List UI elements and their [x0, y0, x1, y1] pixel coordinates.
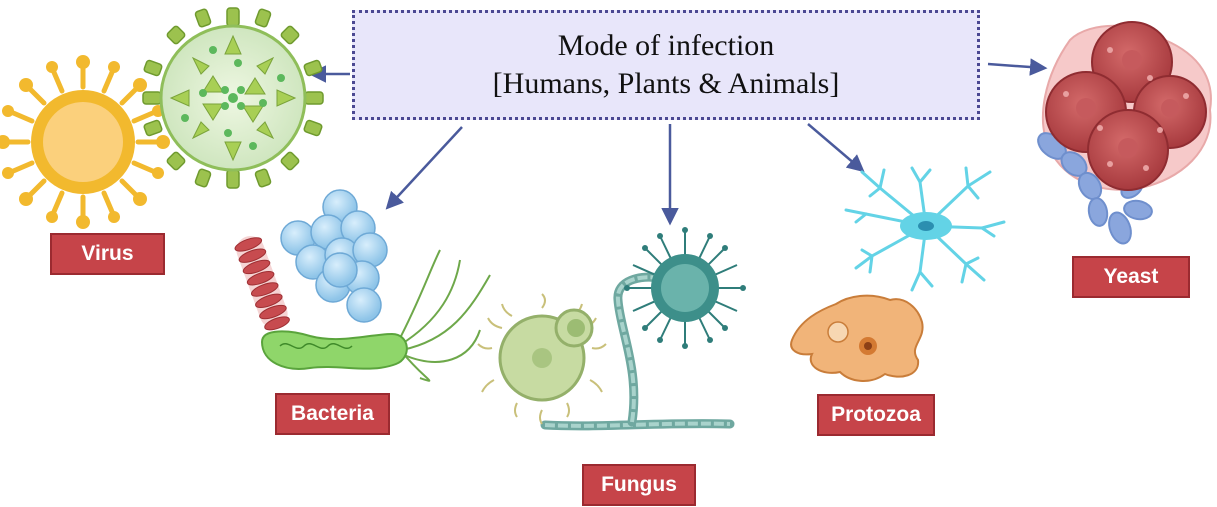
protozoa-amoeba-icon [791, 296, 922, 381]
protozoa-neuron-icon [846, 168, 1004, 290]
virus-yellow-icon [0, 55, 170, 229]
yeast-icon [1033, 22, 1211, 246]
title-line-1: Mode of infection [558, 27, 775, 65]
arrow-to-protozoa [808, 124, 862, 170]
virus-green-icon [143, 8, 323, 188]
arrow-to-yeast [988, 64, 1044, 68]
label-virus: Virus [50, 233, 165, 275]
label-protozoa: Protozoa [817, 394, 935, 436]
bacteria-cocci-icon [281, 190, 387, 322]
label-bacteria: Bacteria [275, 393, 390, 435]
label-yeast: Yeast [1072, 256, 1190, 298]
title-box: Mode of infection [Humans, Plants & Anim… [352, 10, 980, 120]
arrow-to-bacteria [388, 127, 462, 207]
label-fungus: Fungus [582, 464, 696, 506]
title-line-2: [Humans, Plants & Animals] [493, 65, 840, 103]
fungus-spore-icon [478, 294, 606, 424]
